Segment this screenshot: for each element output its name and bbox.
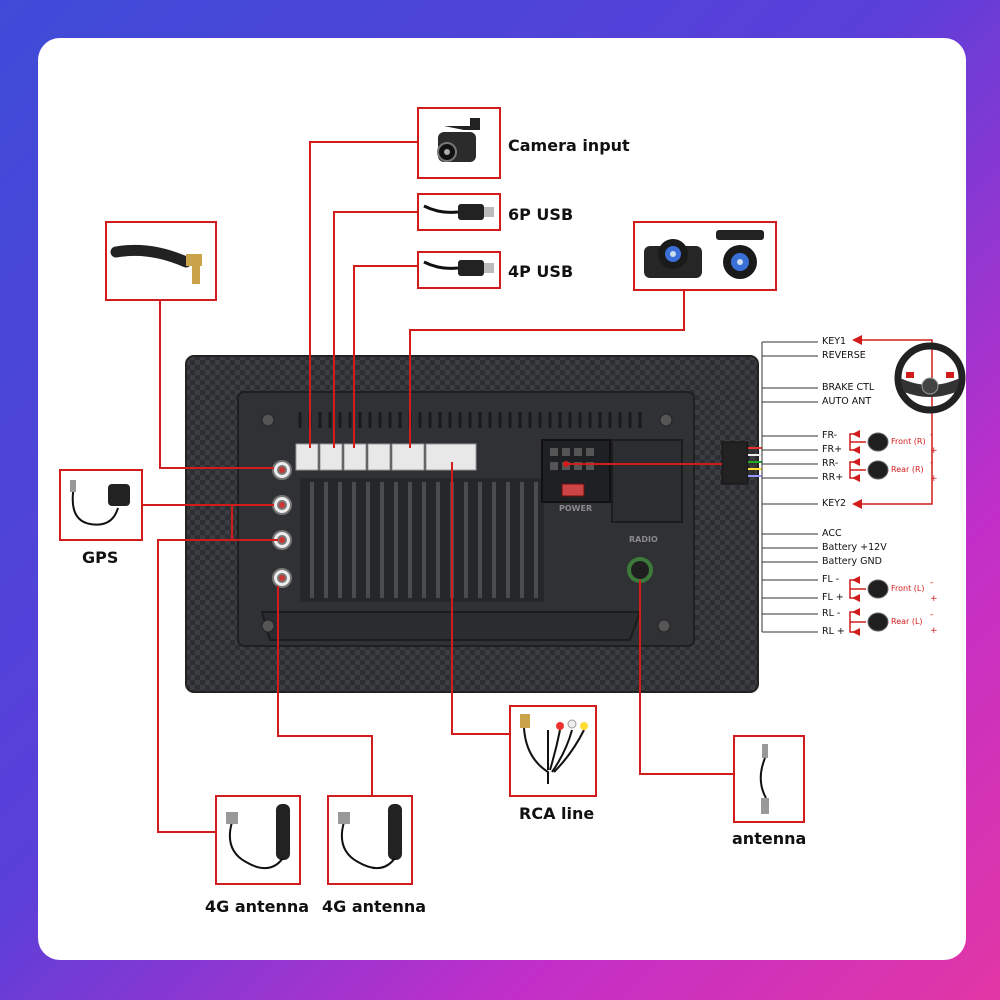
antenna-icon (110, 244, 202, 284)
wire-rl-plus: RL + (822, 626, 845, 637)
polarity-sign: - (930, 458, 934, 468)
rca-line-label: RCA line (519, 804, 595, 823)
leader-lines (142, 141, 734, 833)
gps-antenna-icon (70, 480, 130, 526)
radio-antenna-box (733, 735, 805, 823)
power-marking: POWER (559, 504, 593, 513)
polarity-sign: + (930, 474, 938, 484)
speaker-rear-r-label: Rear (R) (891, 465, 924, 474)
antenna-icon (338, 804, 402, 869)
gps-label: GPS (82, 548, 119, 567)
camera-input-label: Camera input (508, 136, 630, 155)
speaker-icon (867, 612, 889, 632)
antenna-icon (759, 744, 769, 814)
wire-reverse: REVERSE (822, 350, 866, 361)
speaker-rear-l-label: Rear (L) (891, 617, 923, 626)
wire-key1: KEY1 (822, 336, 847, 347)
wire-fr-plus: FR+ (822, 444, 843, 455)
usb-4p-label: 4P USB (508, 262, 574, 281)
steering-wheel-icon (894, 342, 966, 414)
usb-cable-icon (423, 204, 494, 220)
rca-cable-icon (520, 714, 588, 784)
camera-icon (644, 239, 702, 278)
wire-battery-gnd: Battery GND (822, 556, 882, 567)
antenna-4g-right-label: 4G antenna (322, 897, 427, 916)
polarity-sign: - (930, 610, 934, 620)
radio-marking: RADIO (629, 535, 658, 544)
antenna-4g-left-label: 4G antenna (205, 897, 310, 916)
camera-icon (437, 118, 480, 162)
wire-rr-plus: RR+ (822, 472, 844, 483)
wire-rl-minus: RL - (822, 608, 841, 619)
head-unit (185, 355, 762, 693)
speaker-front-l-label: Front (L) (891, 584, 925, 593)
usb-6p-label: 6P USB (508, 205, 574, 224)
wire-key2: KEY2 (822, 498, 847, 509)
antenna-icon (226, 804, 290, 869)
camera-icon (716, 230, 764, 279)
usb-cable-icon (423, 260, 494, 276)
wire-fl-minus: FL - (822, 574, 840, 585)
polarity-sign: + (930, 594, 938, 604)
speaker-icon (867, 460, 889, 480)
wire-rr-minus: RR- (822, 458, 839, 469)
wire-brake-ctl: BRAKE CTL (822, 382, 875, 393)
wiring-harness (761, 341, 818, 633)
speaker-icon (867, 432, 889, 452)
wire-auto-ant: AUTO ANT (822, 396, 872, 407)
polarity-sign: - (930, 578, 934, 588)
wire-battery-12v: Battery +12V (822, 542, 887, 553)
wire-fr-minus: FR- (822, 430, 838, 441)
wire-acc: ACC (822, 528, 842, 539)
polarity-sign: + (930, 626, 938, 636)
antenna-label: antenna (732, 829, 807, 848)
polarity-sign: + (930, 446, 938, 456)
speaker-icon (867, 579, 889, 599)
speaker-front-r-label: Front (R) (891, 437, 926, 446)
wire-fl-plus: FL + (822, 592, 844, 603)
polarity-sign: - (930, 430, 934, 440)
